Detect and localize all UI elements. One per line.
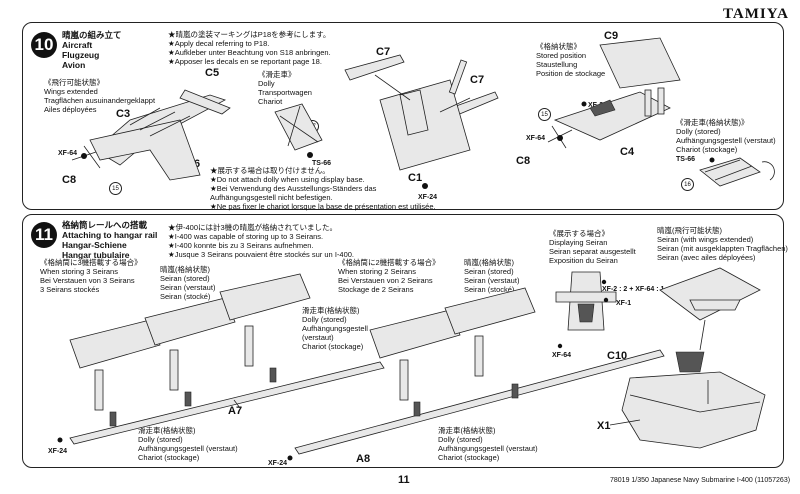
step-11-panel xyxy=(22,214,784,468)
dolly-stored-drawing xyxy=(699,157,775,187)
seiran-stored-label-b: 晴嵐(格納状態) Seiran (stored) Seiran (verstau… xyxy=(464,258,520,294)
step-10-number: 10 xyxy=(31,32,57,58)
part-c3: C3 xyxy=(116,108,131,120)
aircraft-float-assembly-drawing xyxy=(344,54,499,189)
part-c1: C1 xyxy=(408,172,423,184)
aircraft-stored-drawing xyxy=(547,37,681,149)
two-seirans-label: 《格納筒に2機搭載する場合》 When storing 2 Seirans Be… xyxy=(338,258,440,294)
paint-ts66-dolly: TS-66 xyxy=(312,160,332,167)
stored-position-label: 《格納状態》 Stored position Staustellung Posi… xyxy=(536,42,606,78)
brand-logo: TAMIYA xyxy=(723,6,790,22)
part-c8-right: C8 xyxy=(516,155,531,167)
seiran-flight-label: 晴嵐(飛行可能状態) Seiran (with wings extended) … xyxy=(657,226,788,262)
display-seiran-drawing xyxy=(555,271,617,349)
ref-15-right: 15 xyxy=(538,108,551,121)
part-a8: A8 xyxy=(356,453,371,465)
step-10-title: 晴嵐の組み立て Aircraft Flugzeug Avion xyxy=(62,30,122,70)
dolly-stored-label-b: 滑走車(格納状態) Dolly (stored) Aufhängungsgest… xyxy=(138,426,238,462)
flight-state-label: 《飛行可能状態》 Wings extended Tragflächen ausu… xyxy=(44,78,156,114)
paint-xf1-display: XF-1 xyxy=(616,300,632,307)
step-11-number: 11 xyxy=(31,222,57,248)
footer-text: 78019 1/350 Japanese Navy Submarine I-40… xyxy=(610,477,791,484)
part-c9: C9 xyxy=(604,30,619,42)
step-10-panel xyxy=(22,22,784,210)
paint-mix-display: XF-2 : 2 + XF-64 : 1 xyxy=(602,286,665,293)
ref-15-left: 15 xyxy=(109,182,122,195)
display-note: ★展示する場合は取り付けません。 ★Do not attach dolly wh… xyxy=(210,166,436,211)
step-11-title: 格納筒レールへの搭載 Attaching to hangar rail Hang… xyxy=(62,220,158,260)
part-c7-top: C7 xyxy=(376,46,391,58)
seiran-flight-display-drawing xyxy=(659,267,761,351)
paint-xf64-left: XF-64 xyxy=(58,150,78,157)
seiran-stored-3-drawing xyxy=(69,273,311,427)
three-seirans-label: 《格納筒に3機搭載する場合》 When storing 3 Seirans Be… xyxy=(40,258,142,294)
display-seiran-label: 《展示する場合》 Displaying Seiran Seiran separa… xyxy=(549,229,636,265)
paint-ts66-right: TS-66 xyxy=(676,156,696,163)
seiran-stored-label-a: 晴嵐(格納状態) Seiran (stored) Seiran (verstau… xyxy=(160,265,216,301)
part-x1: X1 xyxy=(597,420,611,432)
dolly-stored-label-a: 滑走車(格納状態) Dolly (stored) Aufhängungsgest… xyxy=(302,306,368,351)
seiran-stored-2-drawing xyxy=(369,287,536,417)
dolly-stored-label-c: 滑走車(格納状態) Dolly (stored) Aufhängungsgest… xyxy=(438,426,538,462)
display-base-drawing xyxy=(609,351,766,449)
paint-xf24-rail-right: XF-24 xyxy=(268,460,288,467)
ref-16: 16 xyxy=(681,178,694,191)
rail-a7-drawing xyxy=(57,361,385,445)
part-c5: C5 xyxy=(205,67,220,79)
decal-note: ★晴嵐の塗装マーキングはP18を参考にします。 ★Apply decal ref… xyxy=(168,30,331,66)
rail-a8-drawing xyxy=(287,349,665,461)
dolly-label: 《滑走車》 Dolly Transportwagen Chariot xyxy=(258,70,312,106)
page-number: 11 xyxy=(398,474,410,486)
dolly-drawing xyxy=(274,103,323,158)
paint-xf24-rail-left: XF-24 xyxy=(48,448,68,455)
part-c8-left: C8 xyxy=(62,174,77,186)
part-c10: C10 xyxy=(607,350,628,362)
aircraft-flight-drawing xyxy=(71,89,231,181)
part-a7: A7 xyxy=(228,405,243,417)
dolly-stored-label: 《滑走車(格納状態)》 Dolly (stored) Aufhängungsge… xyxy=(676,118,776,154)
paint-xf64-right: XF-64 xyxy=(526,135,546,142)
paint-xf24-c1: XF-24 xyxy=(418,194,438,201)
part-c7-right: C7 xyxy=(470,74,485,86)
storage-note: ★伊-400には計3機の晴嵐が格納されていました。 ★I-400 was cap… xyxy=(168,223,354,259)
paint-xf64-display: XF-64 xyxy=(552,352,572,359)
part-c4: C4 xyxy=(620,146,635,158)
